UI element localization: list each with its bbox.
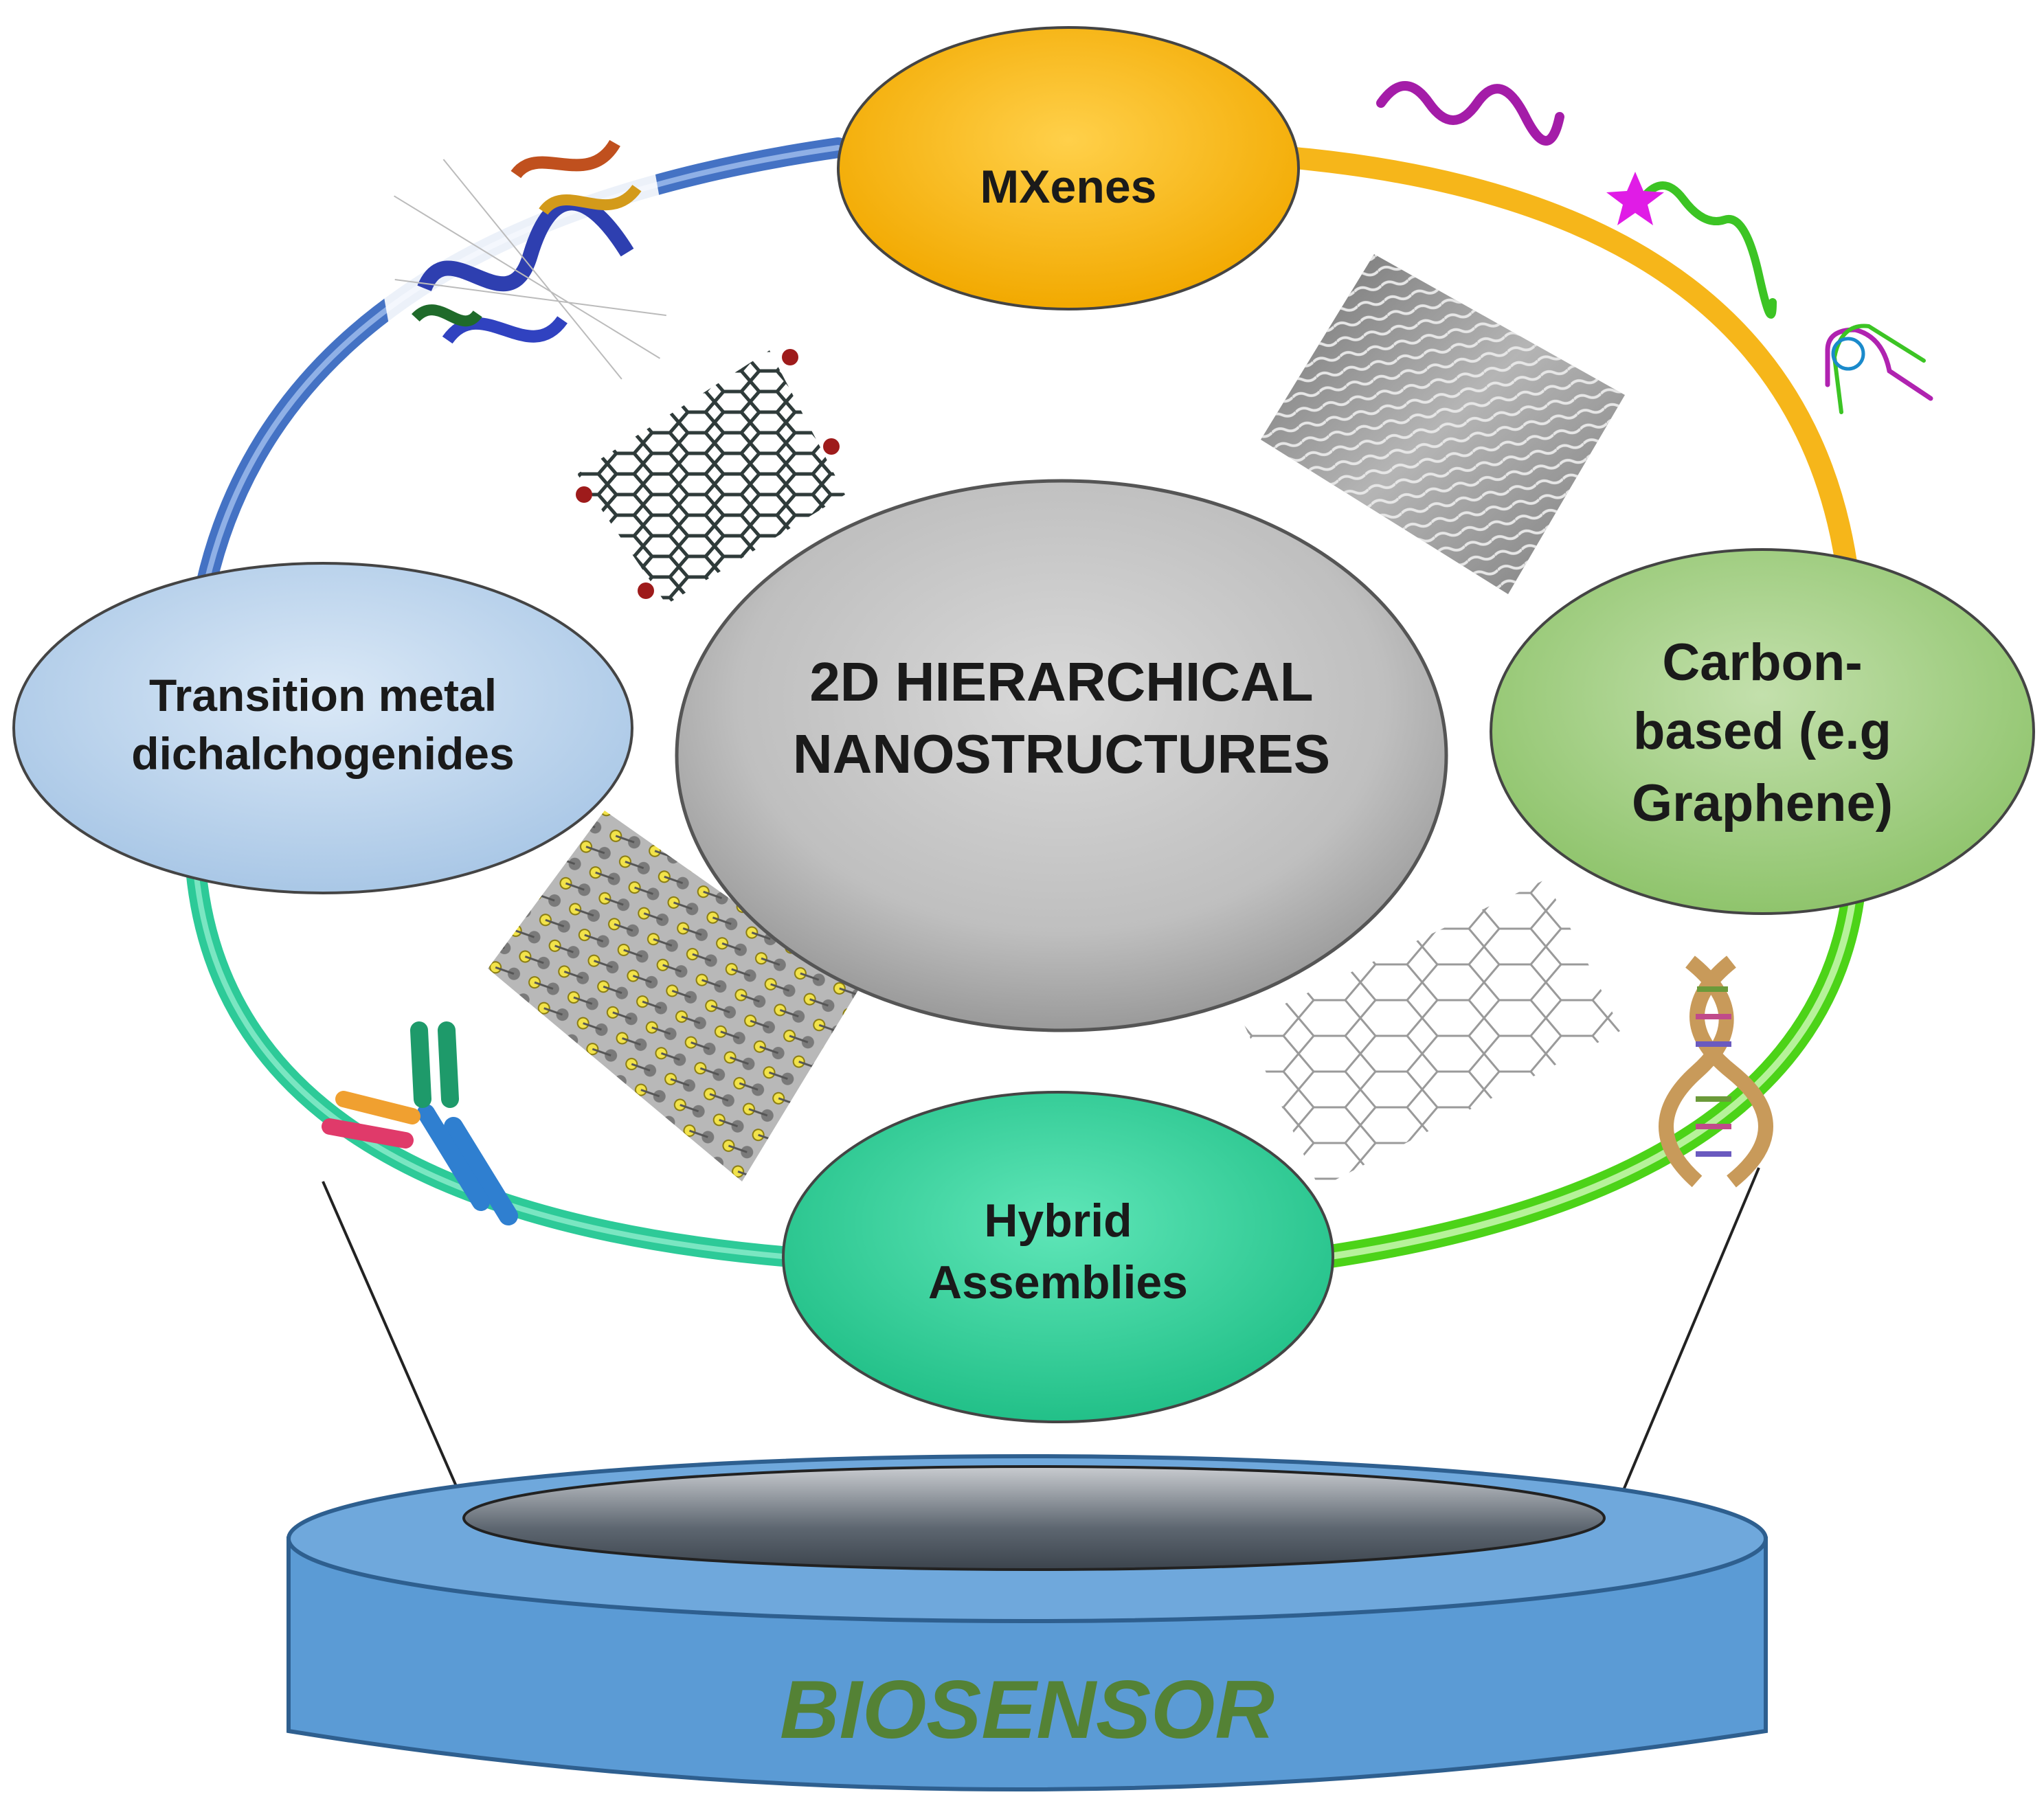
ring-arc-yellow [1284,147,1859,588]
dna-helix-image [1659,955,1773,1188]
sensor-dish [462,1465,1606,1571]
center-node: 2D HIERARCHICAL NANOSTRUCTURES [675,479,1448,1032]
hybrid-node: Hybrid Assemblies [782,1091,1334,1423]
carbon-label-line1: Carbon- [1662,633,1862,692]
right-funnel-line [1613,1167,1760,1512]
carbon-label-line2: based (e.g [1633,702,1891,760]
mxenes-label: MXenes [980,161,1157,213]
graphdiyne-network-image [1244,879,1621,1188]
hybrid-label-line2: Assemblies [928,1256,1188,1309]
biosensor-base: BIOSENSOR [287,1454,1768,1791]
tmd-label-line2: dichalchogenides [131,728,514,779]
tmd-label-line1: Transition metal [149,670,497,721]
carbon-node: Carbon- based (e.g Graphene) [1490,548,2035,915]
ssdna-probe-images [1376,81,1933,414]
mos2-structure-image [488,811,859,1181]
protein-structure-image [357,96,692,431]
mxenes-node: MXenes [837,26,1300,310]
biosensor-label: BIOSENSOR [780,1664,1274,1756]
star-icon [1606,172,1664,225]
center-title-line1: 2D HIERARCHICAL [809,651,1313,712]
hybrid-label-line1: Hybrid [984,1195,1132,1247]
center-title-line2: NANOSTRUCTURES [793,723,1330,784]
tmd-node: Transition metal dichalchogenides [12,562,633,894]
graphene-oxide-sheet-image [576,349,845,604]
mxene-sem-image [1261,254,1625,594]
antibody-image [322,1021,518,1225]
carbon-label-line3: Graphene) [1632,774,1893,833]
left-funnel-line [322,1181,469,1512]
